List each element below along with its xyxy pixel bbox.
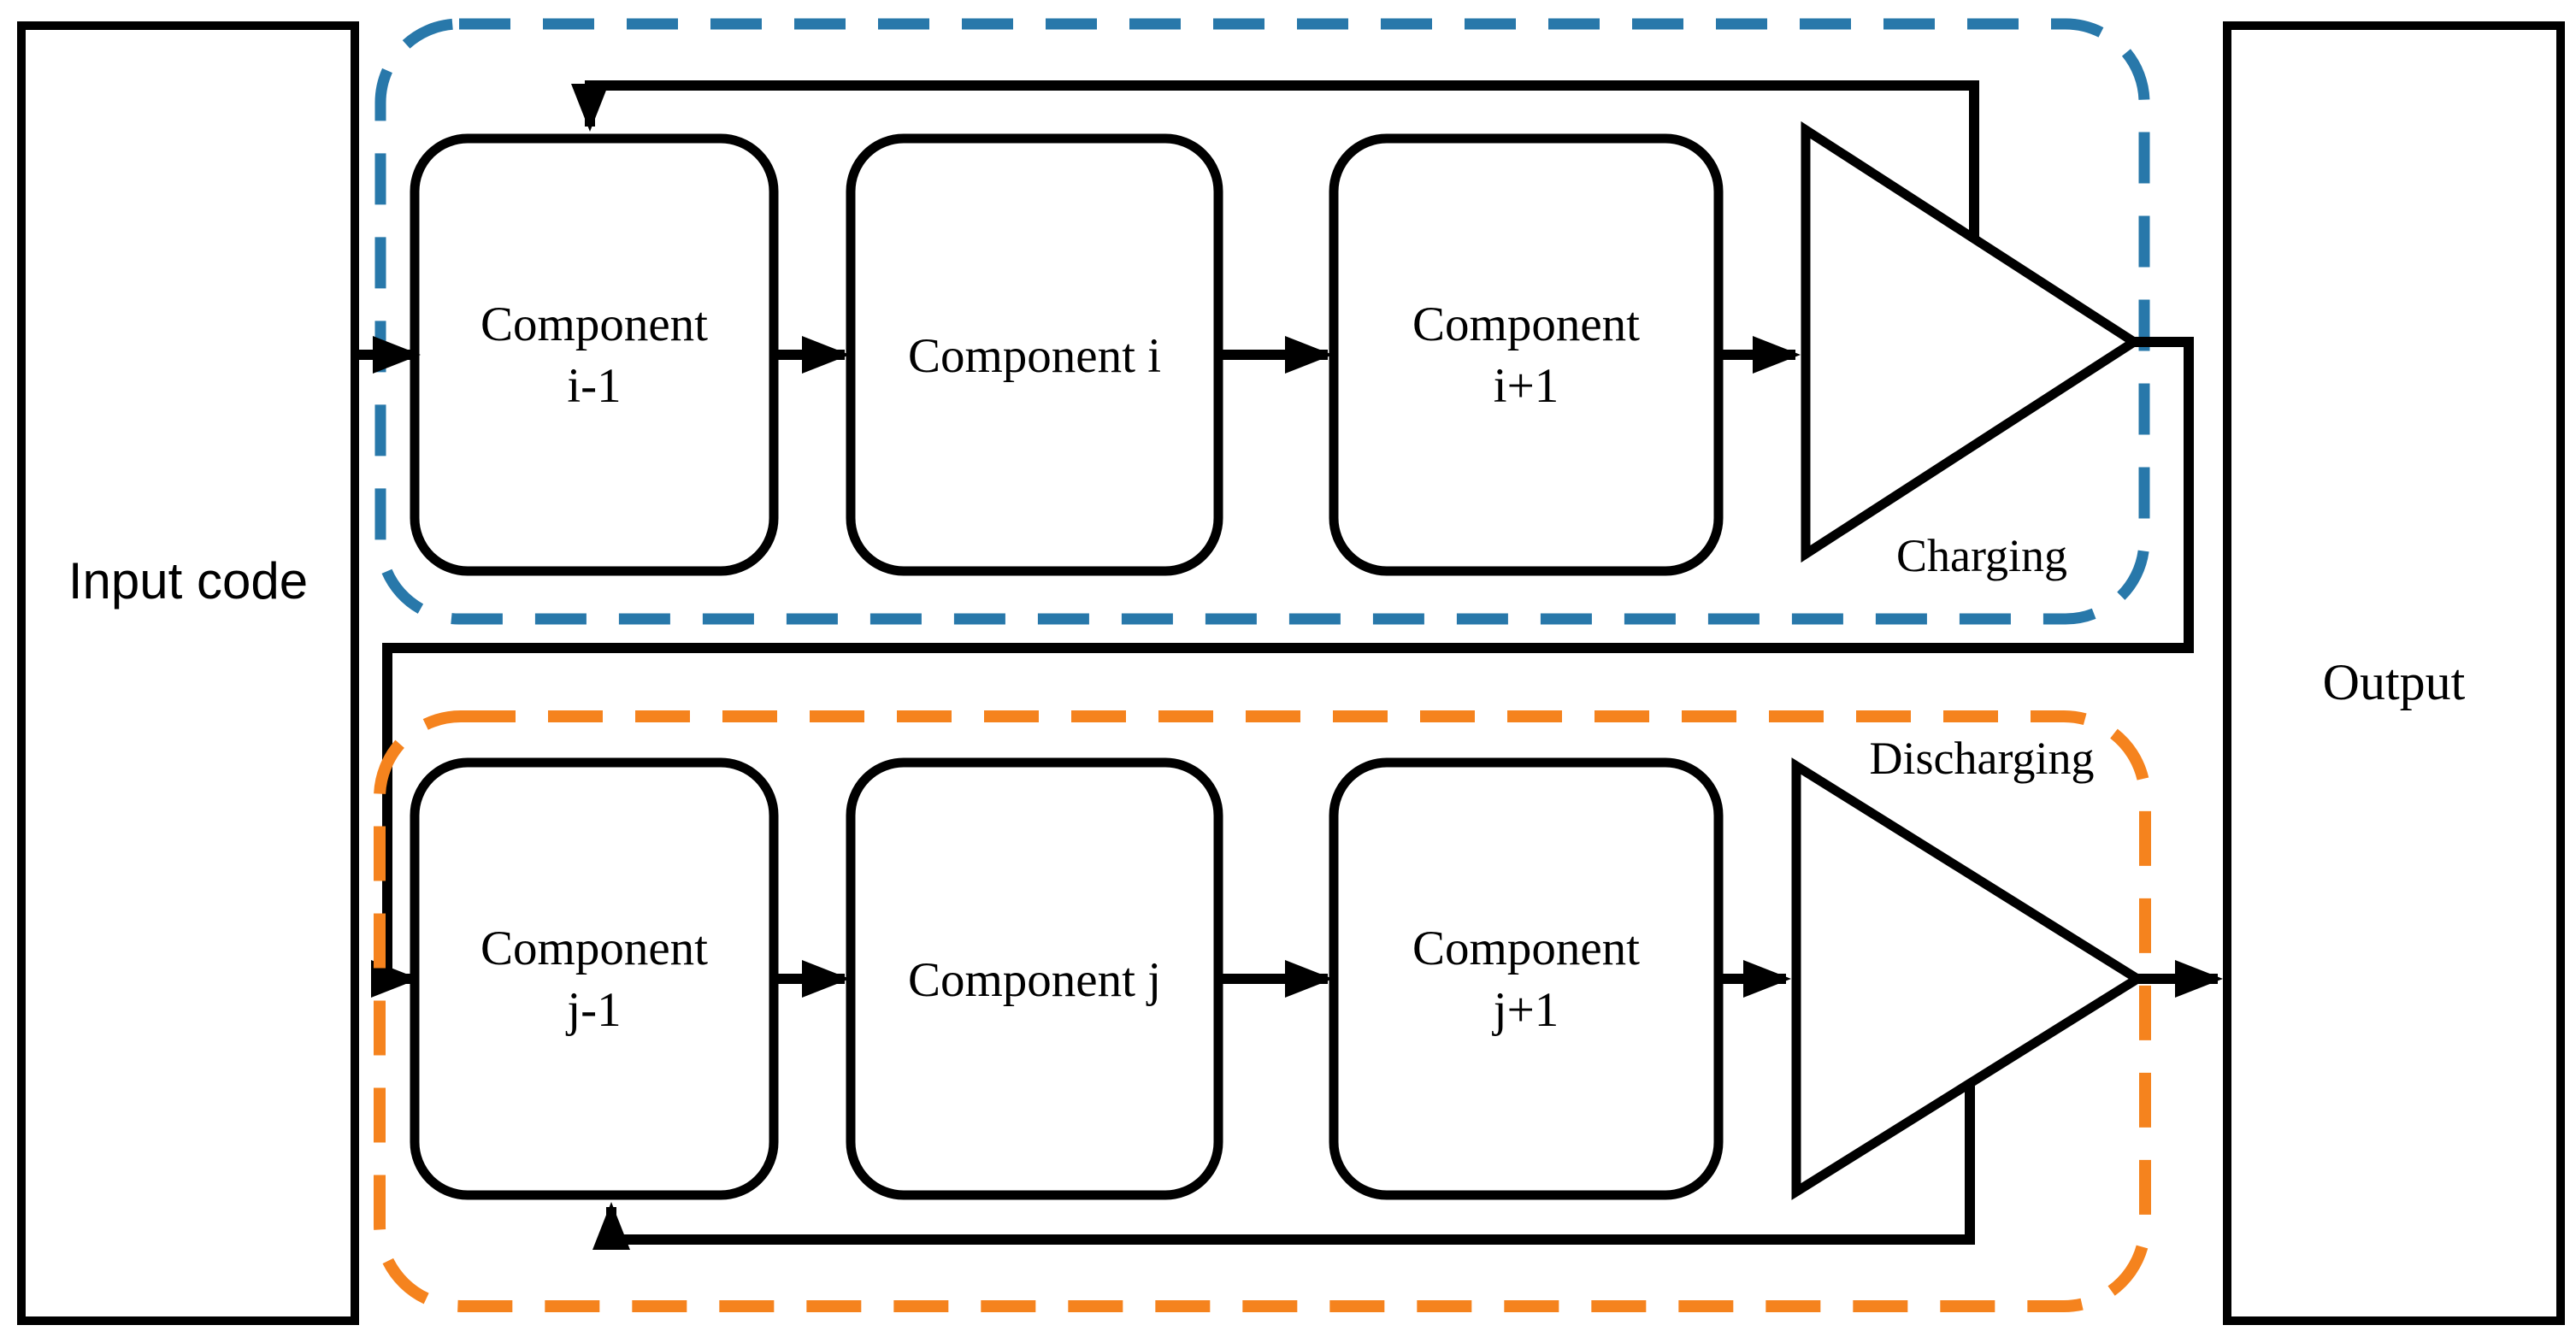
discharging-section: Discharging Component j-1 Component j Co…: [374, 710, 2151, 1312]
component-j-plus-1-box: [1329, 757, 1724, 1200]
charging-feedback-line: [571, 80, 1979, 239]
component-i-minus-1-label-line2: i-1: [567, 359, 621, 413]
component-i-label: Component i: [908, 329, 1161, 383]
component-i-plus-1-label-line1: Component: [1412, 297, 1640, 351]
component-j-minus-1-label-line2: j-1: [565, 983, 621, 1037]
component-j-plus-1-label-line1: Component: [1412, 922, 1640, 975]
discharging-label: Discharging: [1870, 733, 2095, 784]
discharging-feedback-line: [592, 1084, 1975, 1250]
input-code-box: [17, 21, 359, 1325]
charging-group-outline: [374, 18, 2150, 625]
output-label: Output: [2323, 654, 2466, 710]
component-i-plus-1-label-line2: i+1: [1494, 359, 1559, 413]
component-j-minus-1-label-line1: Component: [480, 922, 708, 975]
component-i-minus-1-label-line1: Component: [480, 297, 708, 351]
input-code-label: Input code: [68, 552, 308, 610]
discharging-group-outline: [374, 710, 2151, 1312]
charging-section: Component i-1 Component i Component i+1 …: [355, 18, 2150, 625]
component-i-minus-1-box: [410, 133, 779, 576]
component-j-minus-1-box: [410, 757, 779, 1200]
component-i-plus-1-box: [1329, 133, 1724, 576]
component-j-plus-1-label-line2: j+1: [1492, 983, 1559, 1037]
charging-to-discharging-line: [371, 337, 2194, 998]
component-j-label: Component j: [908, 953, 1161, 1007]
charging-amplifier-triangle: [1801, 121, 2143, 563]
output-box: [2223, 21, 2565, 1325]
charging-label: Charging: [1896, 530, 2067, 581]
